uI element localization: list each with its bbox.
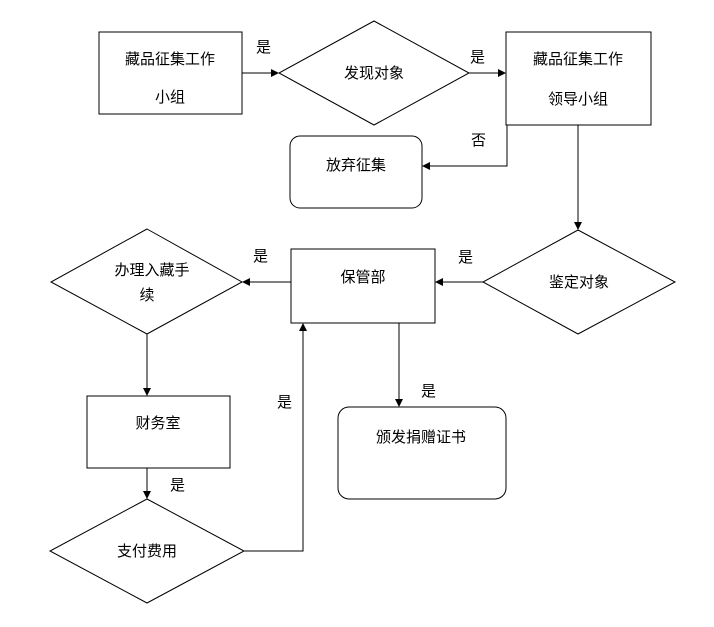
node-pay-fee: 支付费用 bbox=[48, 498, 246, 604]
node-find-object: 发现对象 bbox=[277, 20, 471, 126]
node-pay-fee-label: 支付费用 bbox=[117, 542, 177, 560]
node-donation-cert: 颁发捐赠证书 bbox=[337, 406, 507, 500]
node-accession-line-1: 办理入藏手 bbox=[114, 261, 189, 279]
node-donation-cert-label: 颁发捐赠证书 bbox=[376, 428, 466, 446]
node-collection-group-line-1: 藏品征集工作 bbox=[125, 50, 215, 68]
edge-label-finance-to-pay: 是 bbox=[170, 476, 185, 494]
edge-label-identify-to-storage: 是 bbox=[458, 248, 473, 266]
node-accession: 办理入藏手 续 bbox=[49, 228, 244, 335]
node-accession-line-2: 续 bbox=[139, 286, 154, 304]
edge-label-storage-to-accession: 是 bbox=[253, 247, 268, 265]
node-finance-label: 财务室 bbox=[135, 414, 180, 432]
edge-label-find-to-leader: 是 bbox=[470, 48, 485, 66]
node-leader-group-line-1: 藏品征集工作 bbox=[533, 50, 623, 68]
node-abandon: 放弃征集 bbox=[289, 135, 423, 209]
node-identify-object-label: 鉴定对象 bbox=[549, 273, 609, 291]
node-leader-group-line-2: 领导小组 bbox=[548, 90, 608, 108]
node-leader-group: 藏品征集工作 领导小组 bbox=[505, 31, 652, 126]
edge-label-storage-to-cert: 是 bbox=[421, 382, 436, 400]
node-storage-dept: 保管部 bbox=[290, 248, 436, 324]
node-storage-dept-label: 保管部 bbox=[340, 268, 385, 286]
node-collection-group-line-2: 小组 bbox=[155, 88, 185, 106]
node-find-object-label: 发现对象 bbox=[344, 64, 404, 82]
edge-label-group-to-find: 是 bbox=[256, 38, 271, 56]
edge-label-pay-to-storage: 是 bbox=[277, 393, 292, 411]
edge-leader-to-abandon bbox=[422, 125, 508, 170]
node-abandon-label: 放弃征集 bbox=[326, 156, 386, 174]
node-collection-group: 藏品征集工作 小组 bbox=[98, 31, 243, 115]
node-finance: 财务室 bbox=[86, 395, 231, 469]
edge-pay-to-storage bbox=[244, 323, 307, 552]
edge-label-leader-to-abandon: 否 bbox=[471, 131, 486, 149]
node-identify-object: 鉴定对象 bbox=[481, 229, 677, 335]
